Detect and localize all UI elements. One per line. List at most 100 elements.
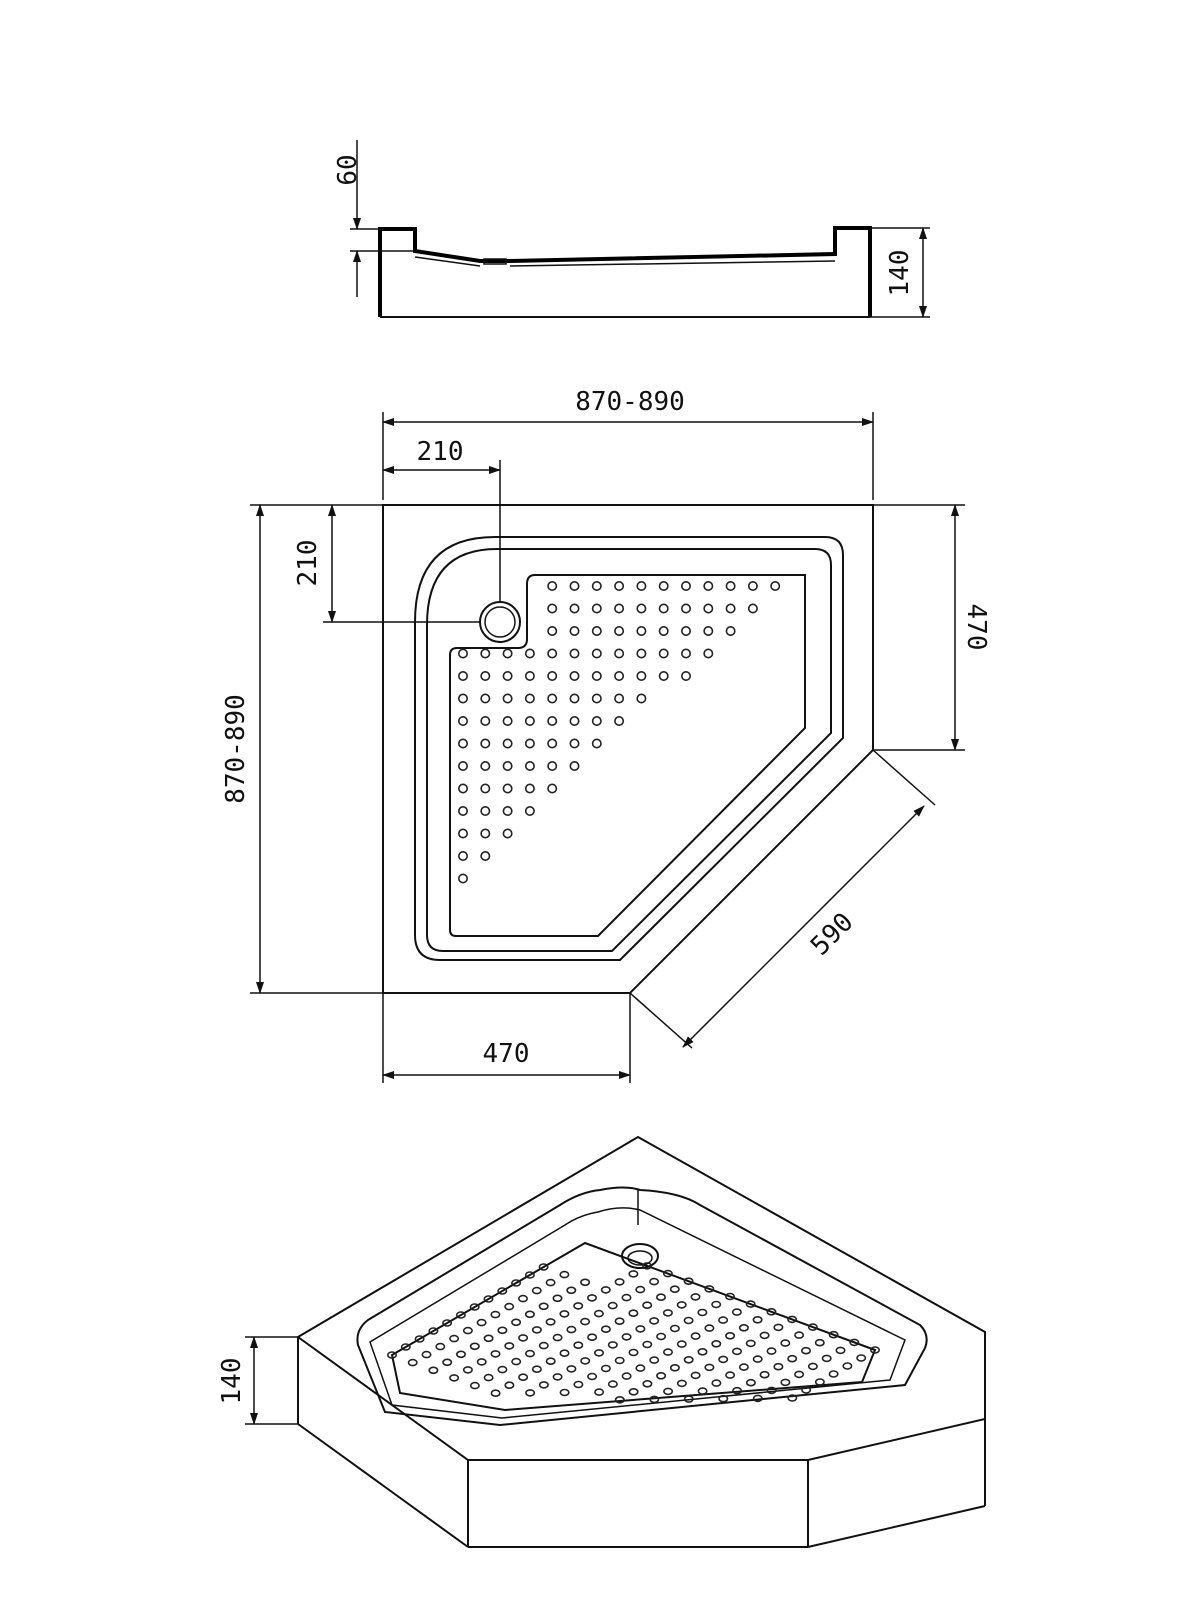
anti-slip-dot bbox=[658, 648, 669, 659]
anti-slip-dot bbox=[547, 783, 558, 794]
anti-slip-dot bbox=[428, 1327, 439, 1335]
anti-slip-dot bbox=[547, 625, 558, 636]
anti-slip-dot bbox=[725, 603, 736, 614]
anti-slip-dot bbox=[566, 1286, 577, 1295]
anti-slip-dot bbox=[483, 1373, 494, 1382]
anti-slip-dot bbox=[428, 1366, 439, 1375]
anti-slip-dot bbox=[545, 1278, 556, 1287]
anti-slip-dot bbox=[703, 580, 714, 591]
iso-rim-inner bbox=[369, 1207, 906, 1419]
anti-slip-dot bbox=[614, 1278, 625, 1286]
anti-slip-dot bbox=[614, 603, 625, 614]
side-view-floor-inner-2 bbox=[509, 260, 836, 267]
anti-slip-dot bbox=[676, 1301, 687, 1309]
anti-slip-dot bbox=[614, 1317, 625, 1325]
anti-slip-dot bbox=[538, 1263, 549, 1271]
dim-140-label: 140 bbox=[885, 250, 915, 297]
anti-slip-dot bbox=[480, 715, 491, 726]
anti-slip-dot bbox=[669, 1324, 680, 1333]
anti-slip-dot bbox=[662, 1269, 673, 1278]
side-view-profile bbox=[378, 226, 872, 317]
anti-slip-dot bbox=[502, 693, 513, 704]
anti-slip-dot bbox=[591, 603, 602, 614]
anti-slip-dot bbox=[747, 603, 758, 614]
anti-slip-dot bbox=[480, 670, 491, 681]
anti-slip-dot bbox=[531, 1286, 542, 1295]
anti-slip-dot bbox=[504, 1381, 515, 1389]
anti-slip-dot bbox=[690, 1332, 701, 1340]
anti-slip-dot bbox=[524, 760, 535, 771]
iso-drain bbox=[621, 1243, 659, 1269]
anti-slip-dot bbox=[591, 648, 602, 659]
anti-slip-dot bbox=[524, 805, 535, 816]
anti-slip-dot bbox=[814, 1338, 825, 1347]
anti-slip-dot bbox=[759, 1331, 770, 1340]
anti-slip-dot bbox=[547, 738, 558, 749]
dim-60-label: 60 bbox=[333, 154, 363, 185]
anti-slip-dot bbox=[752, 1316, 763, 1324]
anti-slip-dot bbox=[724, 1292, 735, 1301]
anti-slip-dot bbox=[587, 1372, 598, 1381]
side-view-floor-inner bbox=[414, 256, 481, 267]
anti-slip-dot bbox=[524, 1310, 535, 1319]
anti-slip-dot bbox=[656, 1332, 667, 1341]
anti-slip-dot bbox=[600, 1286, 611, 1294]
anti-slip-dot bbox=[718, 1355, 729, 1364]
anti-slip-dot bbox=[547, 715, 558, 726]
anti-slip-dot bbox=[457, 850, 468, 861]
side-view-drain bbox=[483, 258, 507, 265]
anti-slip-dot bbox=[663, 1387, 674, 1396]
anti-slip-dot bbox=[524, 693, 535, 704]
anti-slip-dot bbox=[502, 828, 513, 839]
dim-drain-y-label: 210 bbox=[293, 540, 323, 587]
anti-slip-dot bbox=[518, 1334, 529, 1342]
anti-slip-dot bbox=[600, 1364, 611, 1373]
anti-slip-dot bbox=[635, 1285, 646, 1294]
anti-slip-dot bbox=[787, 1354, 798, 1363]
anti-slip-dot bbox=[502, 783, 513, 794]
anti-slip-dot bbox=[524, 1349, 535, 1358]
anti-slip-dot bbox=[502, 670, 513, 681]
anti-slip-dot bbox=[656, 1372, 667, 1380]
anti-slip-dot bbox=[490, 1350, 501, 1358]
dim-left-label: 870-890 bbox=[221, 694, 251, 804]
anti-slip-dot bbox=[552, 1294, 563, 1303]
anti-slip-dot bbox=[704, 1363, 715, 1372]
anti-slip-dot bbox=[435, 1342, 446, 1351]
anti-slip-dot bbox=[828, 1370, 839, 1378]
anti-slip-dot bbox=[807, 1362, 818, 1371]
anti-slip-dot bbox=[490, 1310, 501, 1319]
anti-slip-dot bbox=[591, 715, 602, 726]
anti-slip-dot bbox=[559, 1349, 570, 1357]
anti-slip-dot bbox=[711, 1300, 722, 1309]
anti-slip-dot bbox=[504, 1302, 515, 1311]
anti-slip-dot bbox=[457, 873, 468, 884]
anti-slip-dot bbox=[469, 1381, 480, 1390]
anti-slip-dot bbox=[725, 1332, 736, 1340]
anti-slip-dot bbox=[502, 760, 513, 771]
anti-slip-dot bbox=[856, 1354, 867, 1362]
anti-slip-dot bbox=[770, 580, 781, 591]
anti-slip-dot bbox=[559, 1270, 570, 1279]
anti-slip-dot bbox=[766, 1347, 777, 1355]
anti-slip-dot bbox=[747, 580, 758, 591]
anti-slip-dot bbox=[591, 580, 602, 591]
anti-slip-dot bbox=[457, 738, 468, 749]
iso-right-bottom bbox=[807, 1505, 986, 1548]
anti-slip-dot bbox=[497, 1365, 508, 1374]
anti-slip-dot bbox=[683, 1356, 694, 1364]
anti-slip-dot bbox=[669, 1364, 680, 1372]
plan-drain bbox=[479, 601, 521, 643]
anti-slip-dot bbox=[614, 625, 625, 636]
anti-slip-dot bbox=[752, 1394, 763, 1403]
anti-slip-dot bbox=[586, 1294, 597, 1302]
anti-slip-dot bbox=[621, 1372, 632, 1380]
anti-slip-dot bbox=[628, 1348, 639, 1357]
anti-slip-dot bbox=[636, 625, 647, 636]
anti-slip-dot bbox=[697, 1308, 708, 1317]
anti-slip-dot bbox=[511, 1357, 522, 1366]
anti-slip-dot bbox=[697, 1387, 708, 1395]
anti-slip-dot bbox=[614, 693, 625, 704]
dim-diag-ext-top bbox=[872, 749, 936, 806]
anti-slip-dot bbox=[800, 1346, 811, 1355]
